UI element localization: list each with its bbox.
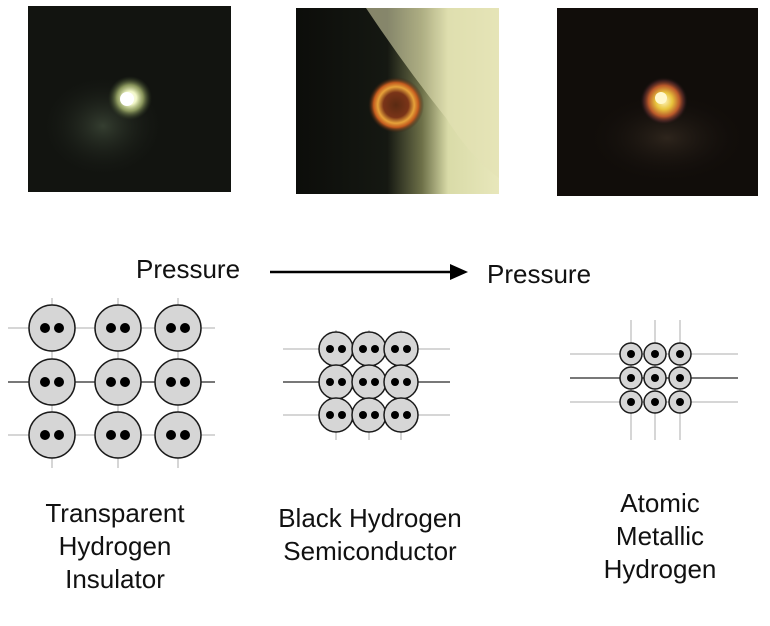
lattice-insulator — [8, 298, 215, 468]
nucleus-dot — [106, 323, 116, 333]
nucleus-dot — [180, 377, 190, 387]
caption-metal: Atomic Metallic Hydrogen — [585, 487, 735, 586]
caption-line: Semiconductor — [283, 536, 457, 566]
nucleus-dot — [403, 411, 411, 419]
hydrogen-circle — [318, 397, 354, 433]
nucleus-dot — [106, 377, 116, 387]
nucleus-dot — [326, 345, 334, 353]
nucleus-dot — [371, 345, 379, 353]
nucleus-dot — [338, 411, 346, 419]
hydrogen-circle — [351, 331, 387, 367]
pressure-label-left: Pressure — [136, 254, 241, 284]
nucleus-dot — [403, 378, 411, 386]
hydrogen-circle — [383, 331, 419, 367]
caption-line: Insulator — [65, 564, 165, 594]
hydrogen-circle — [94, 358, 142, 406]
nucleus-dot — [359, 345, 367, 353]
nucleus-dot — [120, 323, 130, 333]
nucleus-dot — [359, 411, 367, 419]
nucleus-dot — [371, 378, 379, 386]
nucleus-dot — [166, 377, 176, 387]
nucleus-dot — [391, 345, 399, 353]
photo-black-hydrogen — [296, 8, 499, 194]
pressure-arrow-icon — [270, 264, 468, 280]
caption-line: Metallic — [615, 521, 705, 551]
nucleus-dot — [391, 378, 399, 386]
nucleus-dot — [180, 323, 190, 333]
hydrogen-circle — [28, 411, 76, 459]
hydrogen-circle — [318, 331, 354, 367]
nucleus-dot — [40, 430, 50, 440]
nucleus-dot — [120, 430, 130, 440]
nucleus-dot — [651, 374, 659, 382]
nucleus-dot — [326, 411, 334, 419]
nucleus-dot — [338, 345, 346, 353]
nucleus-dot — [338, 378, 346, 386]
photo-metallic-hydrogen — [557, 8, 758, 196]
caption-line: Hydrogen — [603, 554, 717, 584]
nucleus-dot — [326, 378, 334, 386]
nucleus-dot — [54, 430, 64, 440]
hydrogen-circle — [154, 304, 202, 352]
nucleus-dot — [54, 377, 64, 387]
nucleus-dot — [166, 430, 176, 440]
nucleus-dot — [627, 398, 635, 406]
nucleus-dot — [166, 323, 176, 333]
hydrogen-circle — [351, 364, 387, 400]
photo-transparent-hydrogen — [28, 6, 231, 192]
nucleus-dot — [627, 350, 635, 358]
hydrogen-circle — [383, 364, 419, 400]
nucleus-dot — [403, 345, 411, 353]
caption-line: Transparent — [45, 498, 185, 528]
caption-line: Black Hydrogen — [278, 503, 462, 533]
nucleus-dot — [180, 430, 190, 440]
nucleus-dot — [40, 323, 50, 333]
nucleus-dot — [120, 377, 130, 387]
caption-line: Atomic — [620, 488, 700, 518]
nucleus-dot — [651, 398, 659, 406]
nucleus-dot — [40, 377, 50, 387]
hydrogen-circle — [351, 397, 387, 433]
hydrogen-circle — [94, 304, 142, 352]
caption-line: Hydrogen — [58, 531, 172, 561]
hydrogen-circle — [154, 411, 202, 459]
nucleus-dot — [651, 350, 659, 358]
hydrogen-circle — [383, 397, 419, 433]
nucleus-dot — [371, 411, 379, 419]
hydrogen-circle — [94, 411, 142, 459]
caption-insulator: Transparent Hydrogen Insulator — [20, 497, 210, 596]
nucleus-dot — [391, 411, 399, 419]
nucleus-dot — [359, 378, 367, 386]
hydrogen-circle — [28, 358, 76, 406]
nucleus-dot — [106, 430, 116, 440]
caption-semiconductor: Black Hydrogen Semiconductor — [255, 502, 485, 568]
lattice-diagrams — [8, 298, 738, 468]
nucleus-dot — [676, 374, 684, 382]
nucleus-dot — [676, 398, 684, 406]
hydrogen-circle — [154, 358, 202, 406]
lattice-metal — [570, 320, 738, 440]
nucleus-dot — [627, 374, 635, 382]
lattice-semiconductor — [283, 330, 450, 440]
hydrogen-circle — [318, 364, 354, 400]
nucleus-dot — [54, 323, 64, 333]
pressure-label-right: Pressure — [487, 259, 592, 289]
nucleus-dot — [676, 350, 684, 358]
hydrogen-circle — [28, 304, 76, 352]
